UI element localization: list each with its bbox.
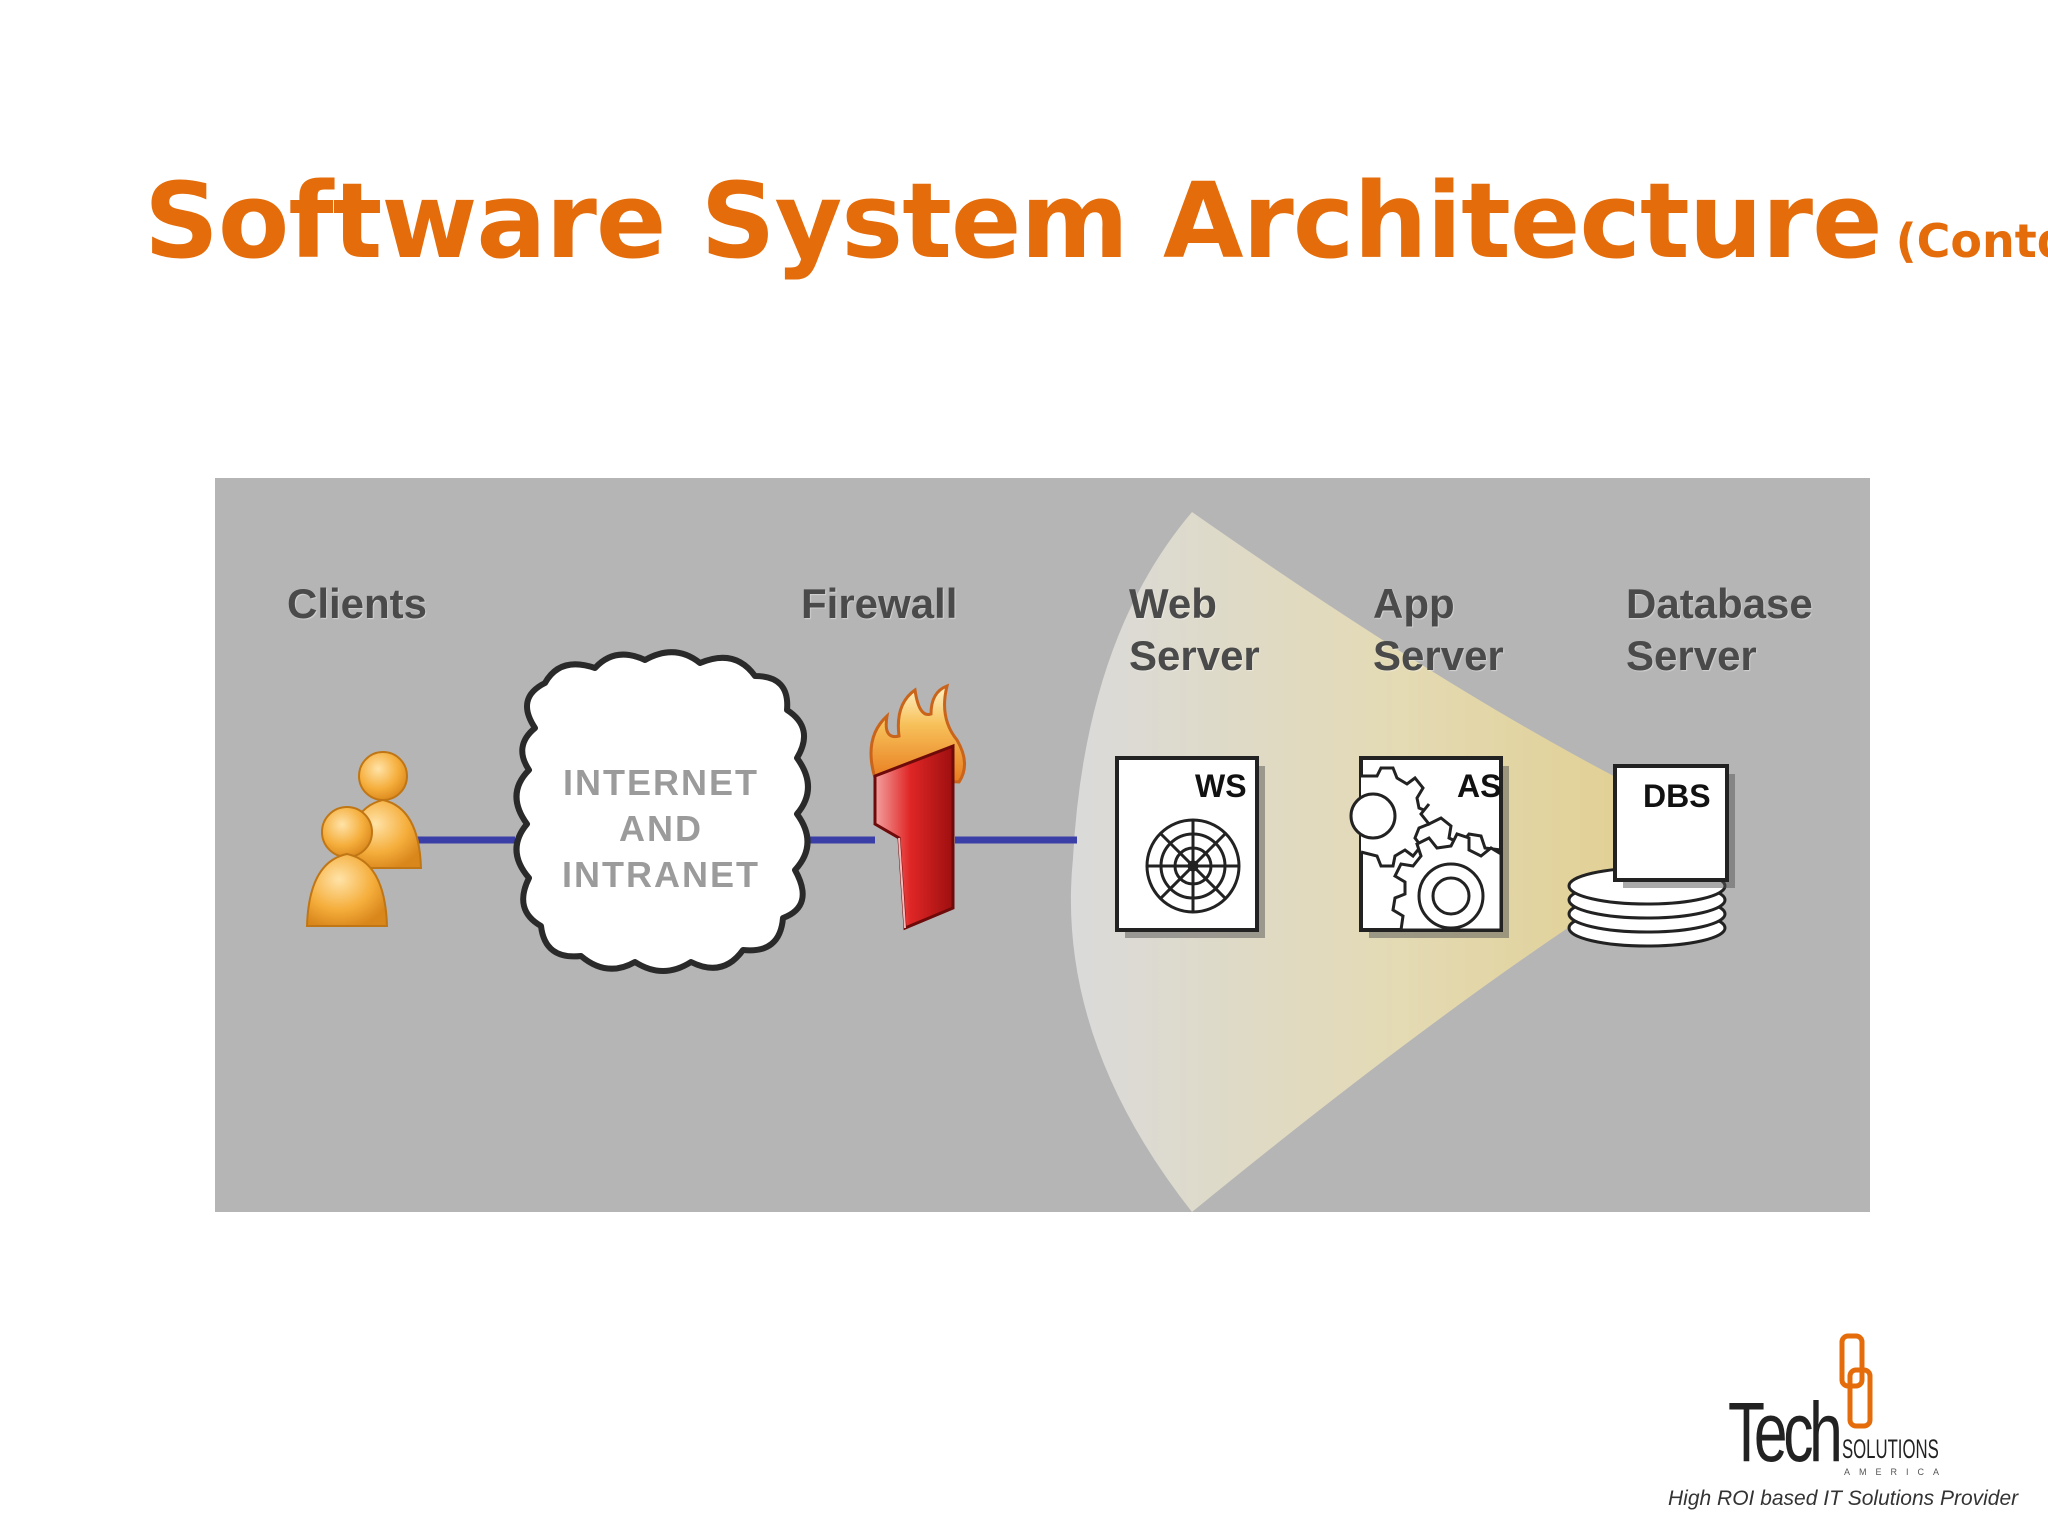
logo-tagline: High ROI based IT Solutions Provider [1668, 1487, 2019, 1510]
clients-icon [305, 751, 423, 927]
web-server-label: Web Server [1129, 578, 1260, 682]
database-server-icon [1567, 764, 1735, 948]
app-server-code: AS [1457, 768, 1502, 804]
app-server-label-line2: Server [1373, 632, 1504, 679]
title-text: Software System Architecture [144, 160, 1883, 282]
logo-wordmark: Tech [1728, 1385, 1843, 1479]
diagram-graphics [305, 512, 1735, 1212]
web-server-label-line2: Server [1129, 632, 1260, 679]
logo-subword: SOLUTIONS [1842, 1434, 1939, 1464]
web-server-label-line1: Web [1129, 580, 1217, 627]
app-server-label: App Server [1373, 578, 1504, 682]
logo-region: AMERICA [1844, 1467, 1949, 1477]
database-server-label-line1: Database [1626, 580, 1813, 627]
logo-links-icon [1839, 1333, 1873, 1429]
cloud-label-line2: AND [619, 808, 703, 849]
architecture-diagram: Clients Firewall Web Server App Server D… [215, 478, 1870, 1212]
firewall-icon [869, 683, 966, 931]
clients-label: Clients [287, 580, 428, 627]
cloud-icon [513, 649, 811, 974]
firewall-label: Firewall [801, 580, 958, 627]
web-server-icon [1115, 756, 1265, 938]
database-server-label: Database Server [1626, 578, 1813, 682]
cloud-label-line1: INTERNET [563, 762, 759, 803]
web-server-code: WS [1195, 768, 1247, 804]
database-server-code: DBS [1643, 778, 1711, 814]
company-logo: Tech SOLUTIONS AMERICA High ROI based IT… [1668, 1328, 2028, 1528]
slide-title: Software System Architecture(Contd.) [144, 160, 2048, 282]
database-server-label-line2: Server [1626, 632, 1757, 679]
app-server-icon [1349, 756, 1509, 938]
title-suffix: (Contd.) [1895, 214, 2048, 268]
app-server-label-line1: App [1373, 580, 1455, 627]
cloud-label-line3: INTRANET [562, 854, 760, 895]
cloud-label: INTERNET AND INTRANET [533, 760, 789, 898]
